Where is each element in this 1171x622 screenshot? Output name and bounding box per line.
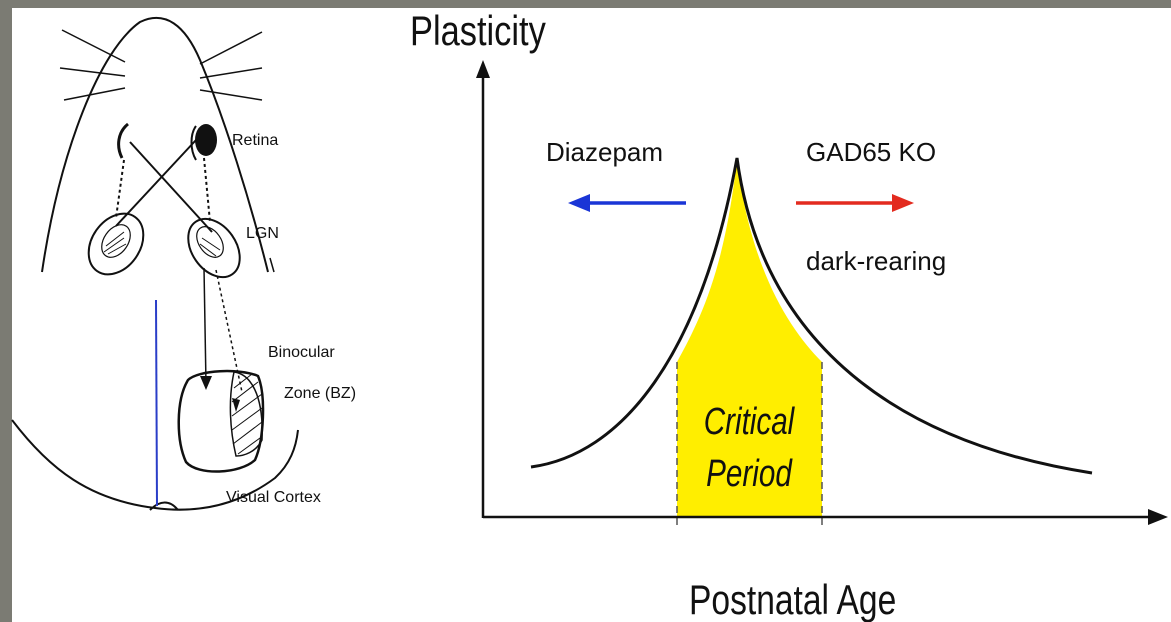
mouse-brain-schematic xyxy=(11,16,299,511)
right-eye-icon xyxy=(195,124,217,156)
lgn-left-icon xyxy=(87,212,145,276)
optic-projection-crossed xyxy=(129,141,213,233)
zone-label: Zone (BZ) xyxy=(284,385,356,402)
x-axis-arrow-icon xyxy=(1148,509,1168,525)
dark-rearing-label: dark-rearing xyxy=(806,246,946,276)
diazepam-arrow-head-icon xyxy=(568,194,590,212)
brain-midline xyxy=(155,299,158,507)
whiskers-left-icon xyxy=(59,29,126,101)
plasticity-curve xyxy=(530,157,1093,475)
whiskers-right-icon xyxy=(199,31,263,101)
x-axis-label: Postnatal Age xyxy=(689,578,896,622)
hemisphere-outline xyxy=(11,419,299,511)
retina-label: Retina xyxy=(232,132,278,149)
critical-period-label-line2: Period xyxy=(706,453,793,495)
optic-projection-crossed-2 xyxy=(115,139,197,227)
binocular-label: Binocular xyxy=(268,344,335,361)
gad65-arrow-head-icon xyxy=(892,194,914,212)
visual-cortex-label: Visual Cortex xyxy=(226,489,321,506)
y-axis-label: Plasticity xyxy=(410,8,547,55)
critical-period-label-line1: Critical xyxy=(704,401,796,443)
gad65-label: GAD65 KO xyxy=(806,137,936,167)
diazepam-label: Diazepam xyxy=(546,137,663,167)
visual-cortex-outline xyxy=(177,369,265,473)
lgn-right-icon xyxy=(187,217,241,279)
critical-period-fill xyxy=(677,158,822,516)
head-outline xyxy=(41,16,269,273)
left-eye-icon xyxy=(117,122,130,159)
y-axis-arrow-icon xyxy=(476,60,490,78)
lgn-label: LGN xyxy=(246,225,279,242)
binocular-zone-icon xyxy=(229,371,263,457)
plasticity-graph xyxy=(476,60,1168,530)
